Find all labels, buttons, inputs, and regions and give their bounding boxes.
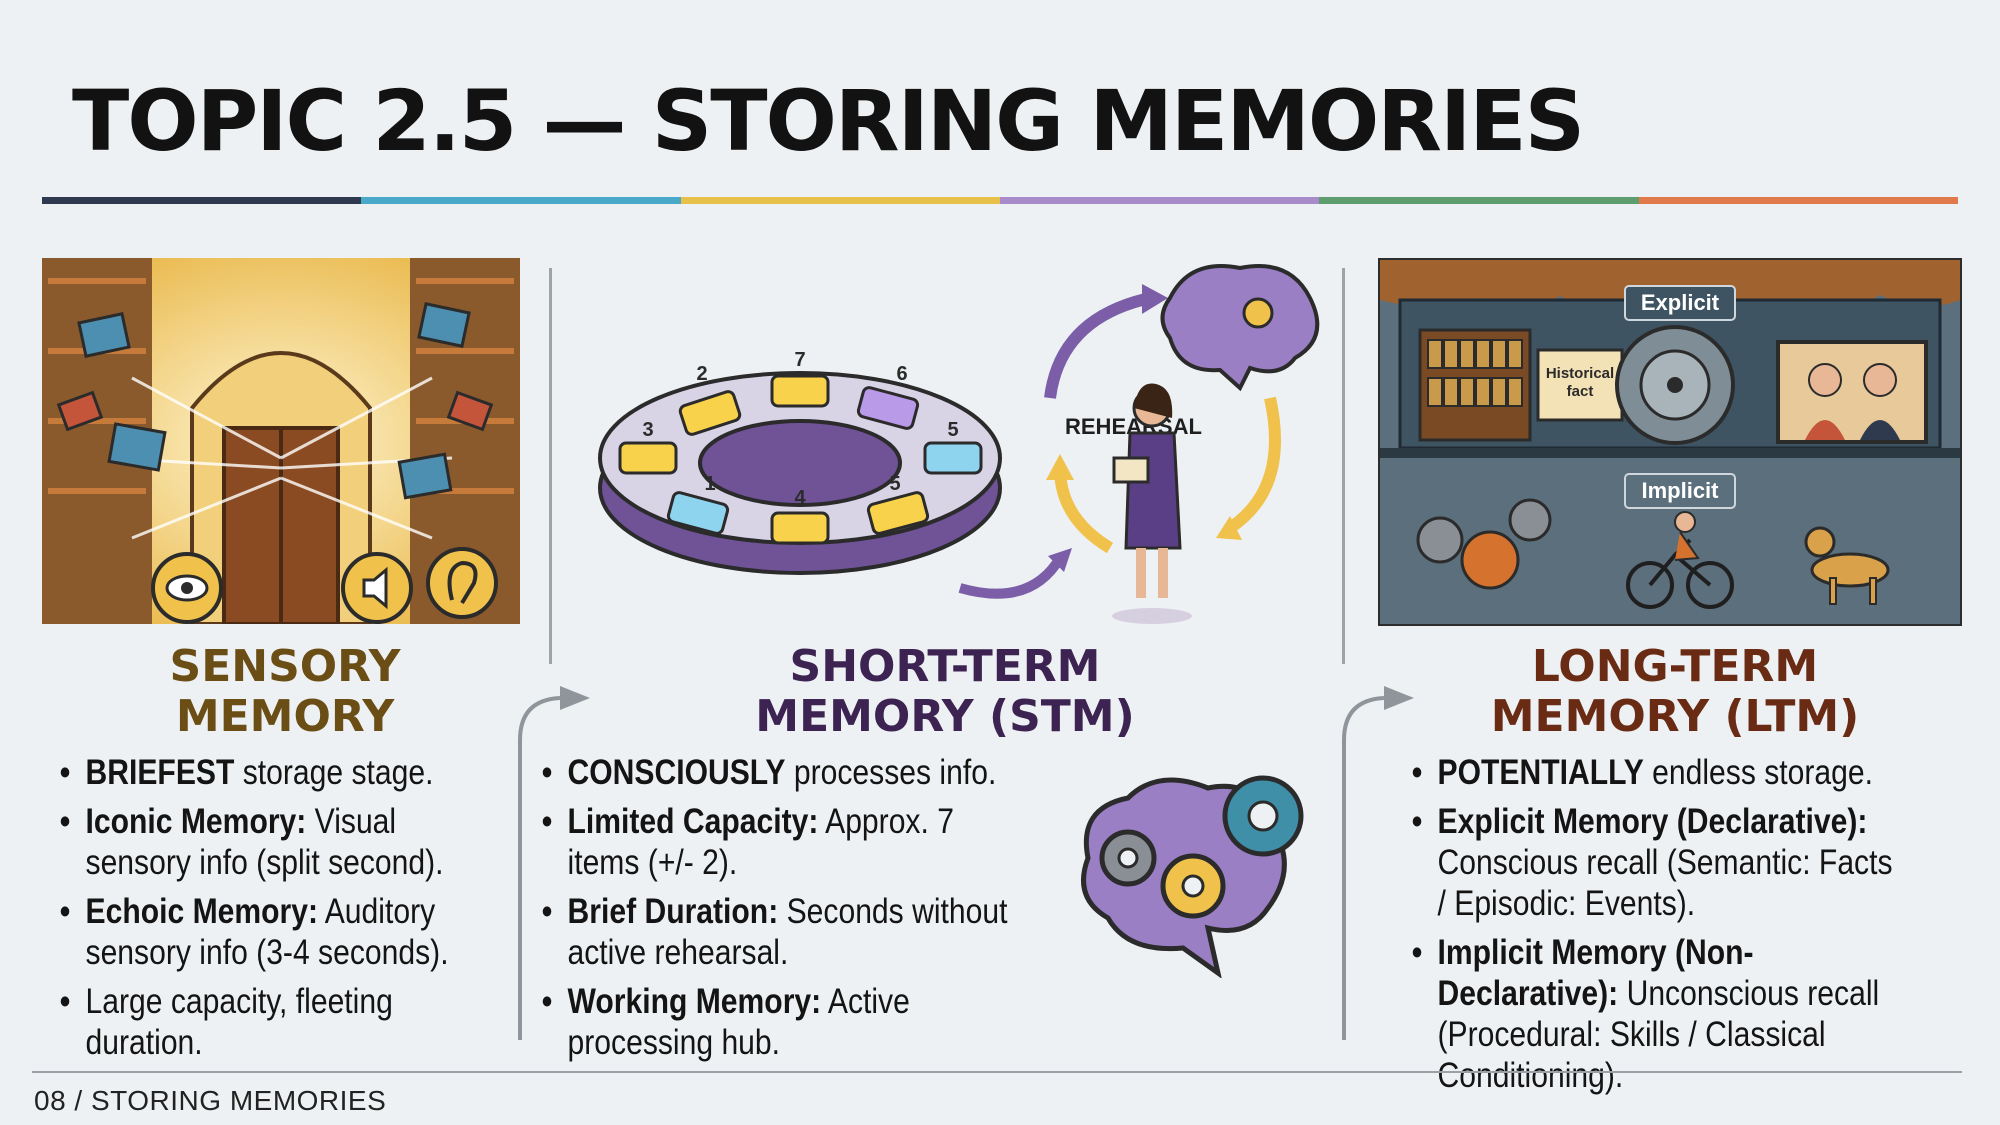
list-item: Implicit Memory (Non-Declarative): Uncon… — [1410, 932, 1909, 1096]
sensory-heading: SENSORY MEMORY — [169, 641, 401, 742]
footer-rule — [32, 1071, 1962, 1073]
list-item: Working Memory: Active processing hub. — [540, 981, 1022, 1063]
list-item: BRIEFEST storage stage. — [58, 752, 454, 793]
scroll-label: Historical — [1546, 365, 1614, 382]
slot-number: 1 — [704, 473, 715, 495]
gear-icon — [1508, 498, 1552, 542]
list-item: POTENTIALLY endless storage. — [1410, 752, 1909, 793]
slot-number: 5 — [889, 473, 900, 495]
slot-number: 7 — [794, 349, 805, 371]
implicit-label: Implicit — [1641, 478, 1719, 503]
photo-frame — [1776, 340, 1928, 444]
slot-number: 2 — [696, 363, 707, 385]
ltm-heading: LONG-TERM MEMORY (LTM) — [1490, 641, 1860, 742]
sensory-bullets: BRIEFEST storage stage. Iconic Memory: V… — [58, 752, 454, 1071]
gear-icon — [1416, 516, 1464, 564]
dog-icon — [1804, 526, 1890, 605]
person-figure — [1112, 383, 1192, 624]
slot-number: 3 — [642, 419, 653, 441]
ear-icon — [447, 560, 478, 605]
list-item: CONSCIOUSLY processes info. — [540, 752, 1022, 793]
brain-icon — [1160, 264, 1320, 392]
speaker-icon — [362, 566, 388, 610]
flow-arrow-icon — [1342, 686, 1414, 1040]
scroll-label: fact — [1567, 383, 1594, 400]
stm-illustration: 2 7 6 3 5 1 4 5 REHEARSAL — [590, 258, 1340, 638]
slot-number: 6 — [896, 363, 907, 385]
list-item: Brief Duration: Seconds without active r… — [540, 891, 1022, 973]
gear-icon — [1460, 530, 1520, 590]
flow-arrow-icon — [518, 686, 590, 1040]
list-item: Iconic Memory: Visual sensory info (spli… — [58, 801, 454, 883]
column-divider — [549, 268, 552, 664]
list-item: Echoic Memory: Auditory sensory info (3-… — [58, 891, 454, 973]
slot-number: 4 — [794, 487, 806, 509]
ltm-bullets: POTENTIALLY endless storage. Explicit Me… — [1410, 752, 1909, 1104]
list-item: Explicit Memory (Declarative): Conscious… — [1410, 801, 1909, 924]
gear-icon — [1242, 297, 1274, 329]
column-divider — [1342, 268, 1345, 664]
explicit-label: Explicit — [1641, 290, 1720, 315]
brain-gears-illustration — [1068, 768, 1318, 979]
slide-footer: 08 / STORING MEMORIES — [34, 1085, 387, 1116]
ltm-illustration: Historical fact Explicit Implicit — [1378, 258, 1962, 626]
color-rule — [42, 197, 1958, 204]
list-item: Limited Capacity: Approx. 7 items (+/- 2… — [540, 801, 1022, 883]
stm-heading: SHORT-TERM MEMORY (STM) — [755, 641, 1135, 742]
sensory-illustration — [42, 258, 520, 624]
slot-number: 5 — [947, 419, 958, 441]
slide-title: TOPIC 2.5 — STORING MEMORIES — [72, 72, 1585, 170]
stm-bullets: CONSCIOUSLY processes info. Limited Capa… — [540, 752, 1022, 1071]
list-item: Large capacity, fleeting duration. — [58, 981, 454, 1063]
